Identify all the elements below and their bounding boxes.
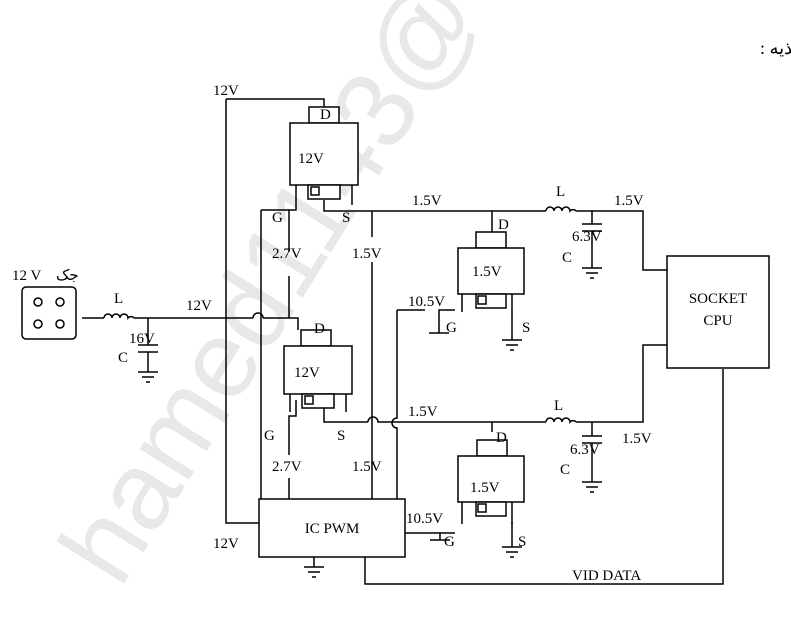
mosfet-phase2-high	[283, 329, 353, 412]
phase1-cap-value: 6.3V	[572, 229, 602, 245]
phase2-gate-v2: 1.5V	[352, 459, 382, 475]
ground-pwm	[304, 566, 324, 578]
phase2-mid-v: 1.5V	[408, 404, 438, 420]
cpu-socket	[666, 255, 770, 369]
capacitor-phase2	[582, 435, 602, 493]
inductor-phase1	[545, 206, 577, 213]
phase1-low-gate-v: 10.5V	[408, 294, 445, 310]
socket-line2: CPU	[703, 313, 732, 329]
jack-label-fa: جک	[56, 268, 79, 284]
phase1-high-fet-g: G	[272, 210, 283, 226]
capacitor-input	[138, 344, 158, 383]
phase1-cap-label: C	[562, 250, 572, 266]
top-feed-12v-label: 12V	[213, 83, 239, 99]
input-inductor-label: L	[114, 291, 123, 307]
vid-data-label: VID DATA	[572, 568, 641, 584]
phase1-gate-v: 2.7V	[272, 246, 302, 262]
phase2-low-fet-g: G	[444, 534, 455, 550]
bus-12v-label: 12V	[186, 298, 212, 314]
phase2-high-fet-d: D	[314, 321, 325, 337]
phase1-out-v: 1.5V	[614, 193, 644, 209]
phase1-inductor-label: L	[556, 184, 565, 200]
phase2-inductor-label: L	[554, 398, 563, 414]
phase1-gate-v2: 1.5V	[352, 246, 382, 262]
phase2-high-fet-s: S	[337, 428, 345, 444]
phase2-low-fet-s: S	[518, 534, 526, 550]
bottom-feed-12v-label: 12V	[213, 536, 239, 552]
input-cap-label: C	[118, 350, 128, 366]
phase1-mid-v: 1.5V	[412, 193, 442, 209]
phase2-high-fet-g: G	[264, 428, 275, 444]
phase2-low-gate-v: 10.5V	[406, 511, 443, 527]
phase1-high-fet-label: 12V	[298, 151, 324, 167]
socket-line1: SOCKET	[689, 291, 747, 307]
phase2-cap-value: 6.3V	[570, 442, 600, 458]
pwm-label: IC PWM	[305, 521, 360, 537]
diagram-title: مدار CORE : با دو فاز تغذیه :	[760, 38, 791, 59]
phase1-low-fet-d: D	[498, 217, 509, 233]
phase2-out-v: 1.5V	[622, 431, 652, 447]
phase1-high-fet-s: S	[342, 210, 350, 226]
phase2-gate-v: 2.7V	[272, 459, 302, 475]
dc-jack	[21, 286, 77, 340]
capacitor-phase1	[582, 223, 602, 279]
inductor-phase2	[545, 417, 577, 424]
phase1-low-fet-s: S	[522, 320, 530, 336]
jack-label-v: 12 V	[12, 268, 41, 284]
mosfet-phase1-high	[289, 106, 359, 205]
phase2-low-fet-label: 1.5V	[470, 480, 500, 496]
phase2-low-fet-d: D	[496, 430, 507, 446]
phase1-low-fet-g: G	[446, 320, 457, 336]
phase1-high-fet-d: D	[320, 107, 331, 123]
phase2-cap-label: C	[560, 462, 570, 478]
inductor-input	[103, 313, 135, 320]
mosfet-phase1-low	[457, 231, 525, 316]
mosfet-phase2-low	[457, 439, 525, 524]
ic-pwm	[258, 498, 406, 558]
phase1-low-fet-label: 1.5V	[472, 264, 502, 280]
ground-phase2-lowfet	[502, 546, 522, 558]
wires	[82, 98, 724, 585]
phase2-high-fet-label: 12V	[294, 365, 320, 381]
ground-phase1-lowfet	[502, 339, 522, 351]
input-cap-value: 16V	[129, 331, 155, 347]
